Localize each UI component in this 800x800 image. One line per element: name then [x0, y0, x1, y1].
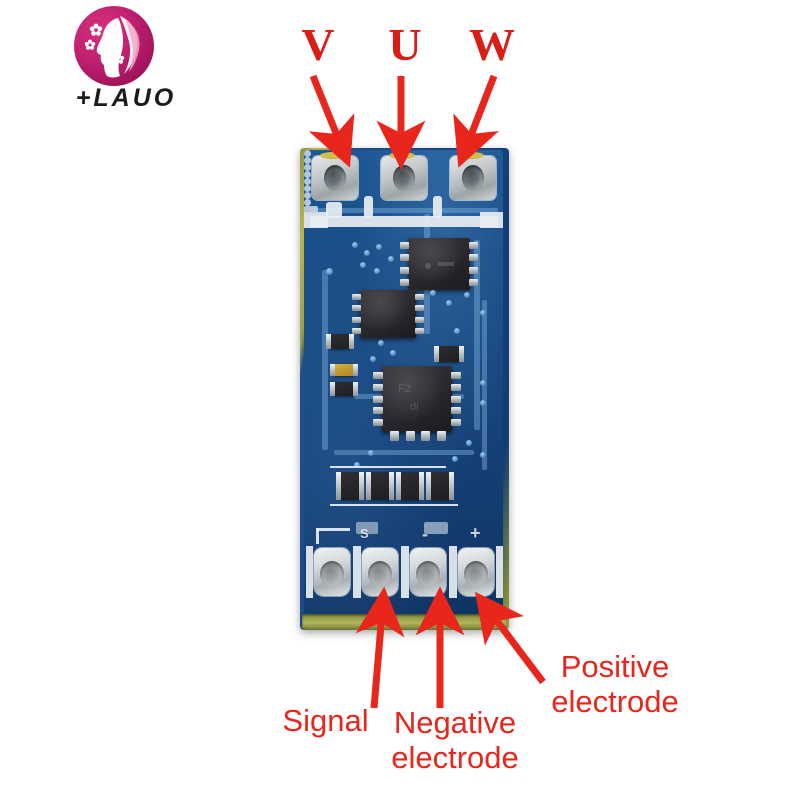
terminal-hole-signal — [368, 561, 392, 587]
terminal-label-signal: Signal — [282, 703, 369, 738]
phase-label-v: V — [301, 19, 335, 70]
mosfet-2 — [366, 472, 394, 500]
terminal-pad-1 — [314, 548, 350, 596]
brand-logo: +LAUO — [56, 4, 196, 114]
pcb-solder-mask: F2 di — [304, 150, 503, 614]
svg-text:di: di — [410, 401, 419, 413]
phase-label-w: W — [469, 19, 515, 70]
smd-capacitor-2 — [330, 382, 358, 396]
arrow-down-left-w — [453, 74, 499, 168]
terminal-hole-positive — [464, 561, 488, 587]
silk-label-negative: - — [422, 524, 429, 544]
silk-label-positive: + — [470, 523, 482, 543]
mount-pad-w — [450, 156, 496, 200]
mount-pad-u — [381, 156, 427, 200]
terminal-label-positive: Positive electrode — [551, 649, 679, 719]
terminal-pad-signal — [362, 548, 398, 596]
smd-capacitor-1 — [326, 334, 354, 349]
terminal-label-negative: Negative electrode — [391, 705, 519, 775]
arrow-down-right-v — [308, 74, 355, 168]
mount-pad-v — [312, 156, 358, 200]
smd-capacitor-3 — [434, 346, 464, 362]
woman-face-flower-logo-icon — [74, 6, 154, 86]
mosfet-4 — [426, 472, 454, 500]
ic-main-controller: F2 di — [382, 366, 452, 432]
terminal-hole-1 — [320, 561, 344, 587]
svg-text:F2: F2 — [398, 383, 411, 395]
mosfet-3 — [396, 472, 424, 500]
ic-top — [408, 238, 470, 290]
terminal-hole-negative — [416, 561, 440, 587]
terminal-pad-negative — [410, 548, 446, 596]
phase-label-u: U — [388, 19, 422, 70]
logo-artwork — [84, 16, 140, 78]
terminal-pad-positive — [458, 548, 494, 596]
pcb-bottom-substrate — [302, 614, 507, 630]
smd-resistor-gold — [330, 364, 358, 376]
pcb-module: F2 di — [300, 148, 509, 630]
ic-main-marking: F2 di — [398, 383, 419, 413]
ic-mid — [360, 290, 416, 338]
ic-top-marking — [425, 262, 454, 269]
mosfet-1 — [336, 472, 364, 500]
brand-name: +LAUO — [75, 84, 177, 112]
